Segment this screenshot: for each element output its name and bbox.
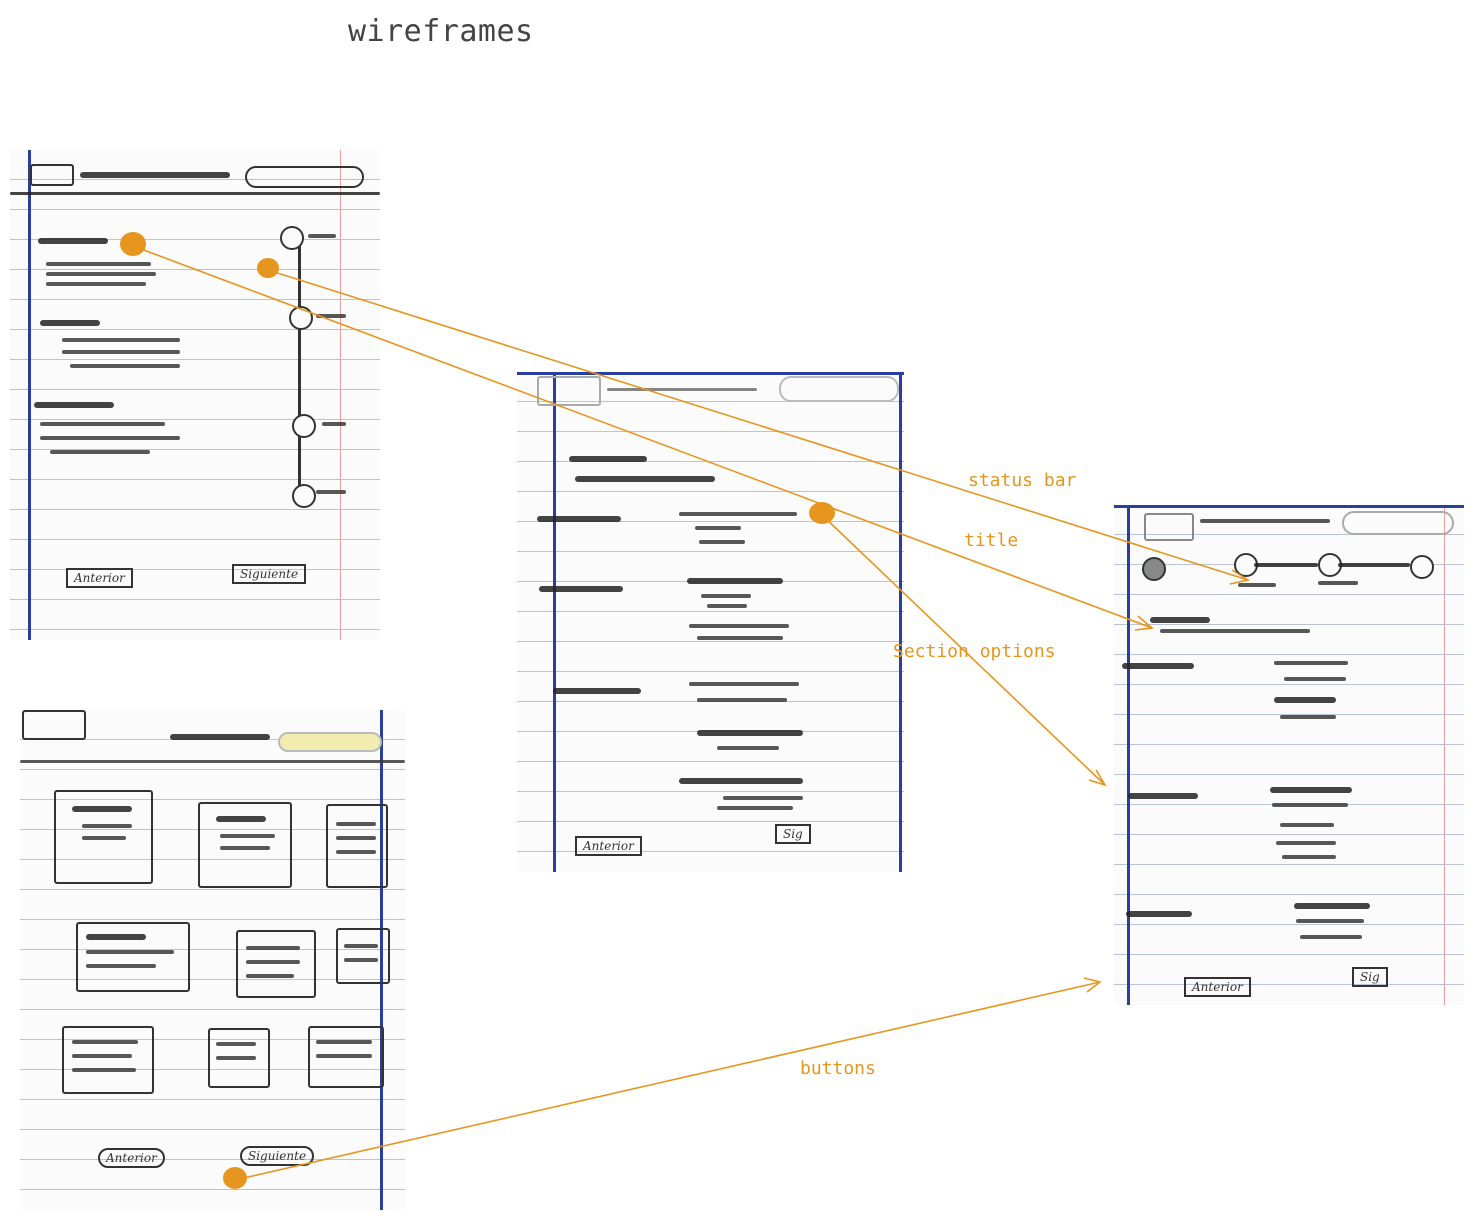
timeline-node xyxy=(292,414,316,438)
back-button: Anterior xyxy=(575,836,642,856)
card xyxy=(76,922,190,992)
header-search xyxy=(278,732,382,752)
annotation-status-bar: status bar xyxy=(968,470,1077,491)
stepper-step xyxy=(1410,555,1434,579)
wireframe-sketch-timeline: Anterior Siguiente xyxy=(10,150,380,640)
card xyxy=(54,790,153,884)
back-button: Anterior xyxy=(1184,977,1251,997)
wireframe-sketch-sections: Anterior Sig xyxy=(517,372,904,872)
timeline-node xyxy=(289,306,313,330)
next-button: Sig xyxy=(775,824,811,844)
header-search xyxy=(245,166,364,188)
header-search xyxy=(1342,511,1454,535)
card xyxy=(236,930,316,998)
wireframe-sketch-cards: Anterior Siguiente xyxy=(20,710,405,1210)
next-button: Sig xyxy=(1352,967,1388,987)
timeline-node xyxy=(280,226,304,250)
back-button: Anterior xyxy=(66,568,133,588)
card xyxy=(336,928,390,984)
timeline-node xyxy=(292,484,316,508)
card xyxy=(62,1026,154,1094)
card xyxy=(198,802,292,888)
annotation-title: title xyxy=(964,530,1019,551)
card xyxy=(308,1026,384,1088)
header-logo xyxy=(537,376,601,406)
next-button: Siguiente xyxy=(240,1146,315,1166)
card xyxy=(326,804,388,888)
header-logo xyxy=(30,164,74,186)
back-button: Anterior xyxy=(98,1148,165,1168)
annotation-buttons: buttons xyxy=(800,1058,876,1079)
header-logo xyxy=(22,710,86,740)
annotation-section-options: Section options xyxy=(893,641,1056,662)
card xyxy=(208,1028,270,1088)
stepper-step-active xyxy=(1142,557,1166,581)
wireframe-sketch-stepper: Anterior Sig xyxy=(1114,505,1464,1005)
header-search xyxy=(779,376,899,402)
page-title: wireframes xyxy=(348,14,534,49)
header-logo xyxy=(1144,513,1194,541)
next-button: Siguiente xyxy=(232,564,307,584)
